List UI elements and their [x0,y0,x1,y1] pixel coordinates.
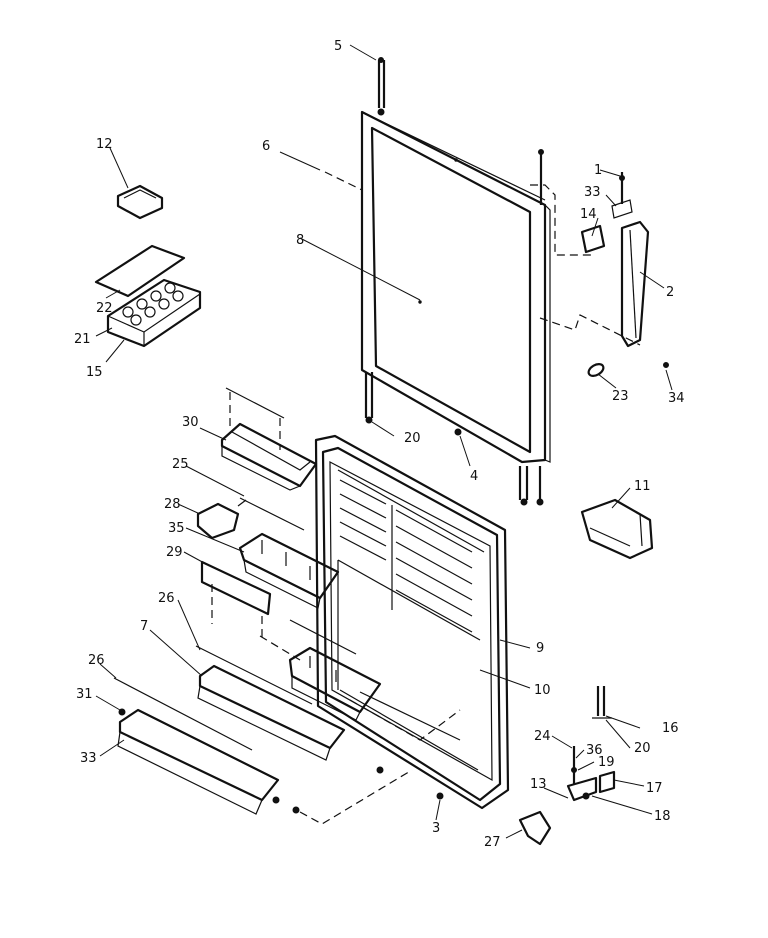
callout-17: 17 [646,781,663,796]
callout-12: 12 [96,137,113,152]
callout-11: 11 [634,479,651,494]
ice-cube-cells [122,282,184,326]
ice-bin [580,498,654,560]
callout-3: 3 [432,821,440,836]
callout-9: 9 [536,641,544,656]
callout-28: 28 [164,497,181,512]
callout-6: 6 [262,139,270,154]
callout-26-lower: 26 [88,653,105,668]
shelf-rail-25 [239,497,305,531]
cabinet-liner [314,434,510,810]
callout-18: 18 [654,809,671,824]
callout-33-upper: 33 [584,185,601,200]
callout-7: 7 [140,619,148,634]
callout-labels: 5 6 8 12 22 21 15 1 33 14 2 23 34 20 4 1… [74,39,685,850]
small-bin-28 [196,499,247,540]
callout-8: 8 [296,233,304,248]
door-bottom-screws [364,372,544,506]
callout-29: 29 [166,545,183,560]
callout-14: 14 [580,207,597,222]
callout-19: 19 [598,755,615,770]
callout-20-lower: 20 [634,741,651,756]
center-bin [288,619,382,721]
callout-4: 4 [470,469,478,484]
callout-24: 24 [534,729,551,744]
callout-2: 2 [666,285,674,300]
shelf-7 [197,664,346,761]
shelf-rail-26-upper [195,645,313,705]
callout-13: 13 [530,777,547,792]
door-handle [580,172,669,377]
liner-shelf-ribs [339,479,473,633]
callout-5: 5 [334,39,342,54]
callout-34: 34 [668,391,685,406]
callout-27: 27 [484,835,501,850]
callout-26-upper: 26 [158,591,175,606]
leader-lines [95,44,673,839]
lower-hinge-assembly [436,686,616,846]
callout-30: 30 [182,415,199,430]
callout-22: 22 [96,301,113,316]
callout-35: 35 [168,521,185,536]
door-panel [360,110,551,464]
callout-36: 36 [586,743,603,758]
bin-35 [238,532,340,609]
ice-tray-assembly [94,184,202,348]
callout-15: 15 [86,365,103,380]
callout-25: 25 [172,457,189,472]
shelf-30 [220,387,318,491]
callout-20-upper: 20 [404,431,421,446]
shelf-rail-26-lower [113,677,253,751]
callout-33-lower: 33 [80,751,97,766]
callout-23: 23 [612,389,629,404]
callout-10: 10 [534,683,551,698]
bracket-29 [200,560,272,640]
callout-21: 21 [74,332,91,347]
callout-31: 31 [76,687,93,702]
callout-16: 16 [662,721,679,736]
callout-1: 1 [594,163,602,178]
shelf-33 [117,708,384,815]
door-top-screws [377,57,544,205]
